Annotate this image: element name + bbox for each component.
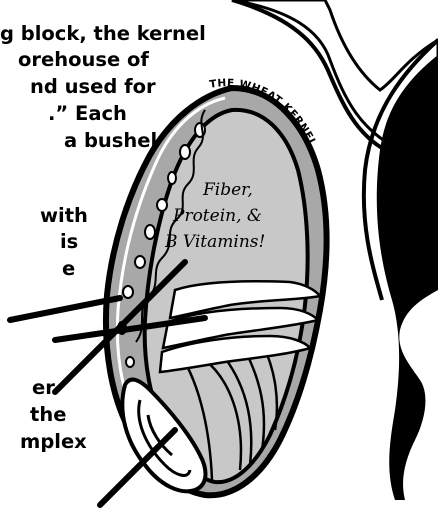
body-text-line-7: is xyxy=(60,230,78,253)
callout-line-3: B Vitamins! xyxy=(164,232,265,252)
body-text-line-5: a bushel xyxy=(64,129,157,152)
body-text-line-6: with xyxy=(40,204,88,227)
body-text-line-9: er xyxy=(32,376,55,399)
body-text-line-4: .” Each xyxy=(48,102,127,125)
body-text-line-11: mplex xyxy=(20,430,87,453)
body-text-line-3: nd used for xyxy=(30,75,156,98)
body-text-line-2: orehouse of xyxy=(18,48,149,71)
body-text-line-8: e xyxy=(62,257,75,280)
body-text-line-1: g block, the kernel xyxy=(0,22,206,45)
body-text-line-10: the xyxy=(30,403,66,426)
callout-line-1: Fiber, xyxy=(202,180,253,200)
callout-line-2: Protein, & xyxy=(172,206,262,226)
